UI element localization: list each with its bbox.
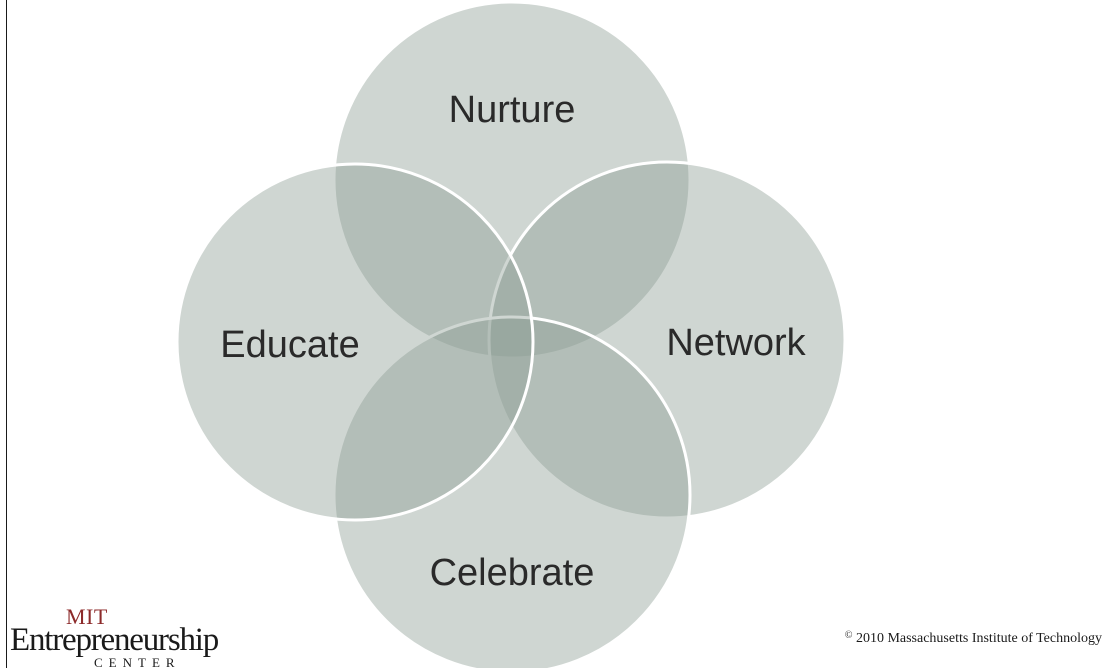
labels-layer: Nurture Network Celebrate Educate	[220, 89, 806, 594]
copyright-text: 2010 Massachusetts Institute of Technolo…	[855, 631, 1102, 646]
circle-network	[487, 160, 847, 520]
copyright-notice: © 2010 Massachusetts Institute of Techno…	[845, 630, 1102, 647]
logo-entrepreneurship-text: Entrepreneurship	[10, 622, 219, 658]
label-educate: Educate	[220, 324, 359, 366]
label-network: Network	[666, 322, 806, 364]
logo-mit-text: MIT	[66, 604, 108, 629]
logo-center-text: CENTER	[94, 655, 181, 670]
label-nurture: Nurture	[449, 89, 576, 131]
circles-layer	[175, 0, 847, 668]
copyright-symbol: ©	[844, 630, 853, 641]
circle-nurture	[332, 0, 692, 360]
label-celebrate: Celebrate	[430, 552, 595, 594]
circle-educate	[175, 162, 535, 522]
left-border-line	[6, 0, 7, 668]
circle-celebrate	[332, 315, 692, 668]
mit-entrepreneurship-center-logo: MIT Entrepreneurship CENTER	[10, 604, 230, 670]
